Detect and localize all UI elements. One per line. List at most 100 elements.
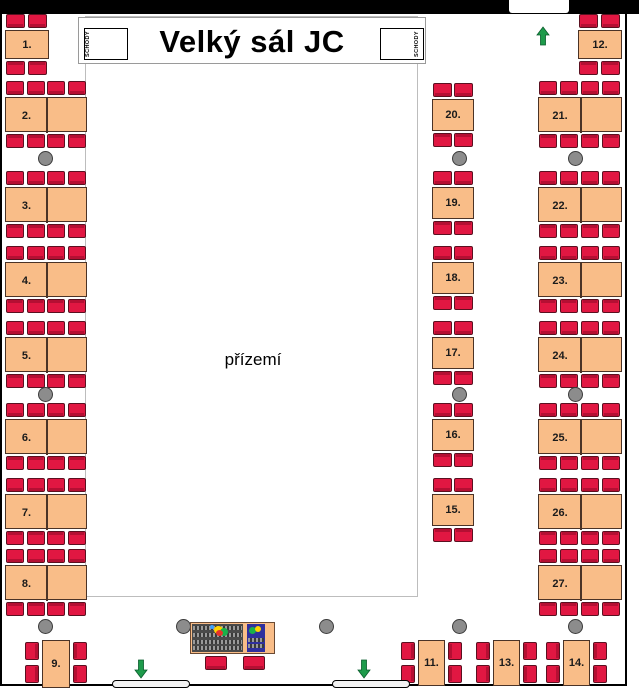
table-6[interactable]: 6. <box>5 419 87 455</box>
chair[interactable] <box>47 531 66 545</box>
chair[interactable] <box>67 549 86 563</box>
chair[interactable] <box>6 321 24 335</box>
chair[interactable] <box>73 665 87 683</box>
chair[interactable] <box>601 61 621 75</box>
chair[interactable] <box>6 531 24 545</box>
chair[interactable] <box>539 549 557 563</box>
chair[interactable] <box>47 171 66 185</box>
chair[interactable] <box>205 656 227 670</box>
table-20[interactable]: 20. <box>432 99 474 131</box>
chair[interactable] <box>26 81 45 95</box>
chair[interactable] <box>448 665 462 683</box>
chair[interactable] <box>67 81 86 95</box>
chair[interactable] <box>476 642 490 660</box>
chair[interactable] <box>560 602 579 616</box>
chair[interactable] <box>6 14 25 28</box>
chair[interactable] <box>579 14 598 28</box>
chair[interactable] <box>581 321 600 335</box>
chair[interactable] <box>6 299 24 313</box>
chair[interactable] <box>560 246 579 260</box>
chair[interactable] <box>581 531 600 545</box>
table-19[interactable]: 19. <box>432 187 474 219</box>
chair[interactable] <box>26 456 45 470</box>
chair[interactable] <box>581 403 600 417</box>
chair[interactable] <box>26 478 45 492</box>
table-23[interactable]: 23. <box>538 262 622 298</box>
chair[interactable] <box>67 531 86 545</box>
chair[interactable] <box>433 453 452 467</box>
chair[interactable] <box>243 656 265 670</box>
chair[interactable] <box>6 374 24 388</box>
chair[interactable] <box>581 456 600 470</box>
chair[interactable] <box>454 246 474 260</box>
chair[interactable] <box>560 478 579 492</box>
table-7[interactable]: 7. <box>5 494 87 530</box>
chair[interactable] <box>433 371 452 385</box>
chair[interactable] <box>433 171 452 185</box>
chair[interactable] <box>67 321 86 335</box>
table-11[interactable]: 11. <box>418 640 445 686</box>
chair[interactable] <box>67 299 86 313</box>
chair[interactable] <box>28 61 48 75</box>
chair[interactable] <box>26 549 45 563</box>
chair[interactable] <box>25 642 39 660</box>
table-4[interactable]: 4. <box>5 262 87 298</box>
chair[interactable] <box>47 549 66 563</box>
table-1[interactable]: 1. <box>5 30 49 59</box>
chair[interactable] <box>454 453 474 467</box>
table-24[interactable]: 24. <box>538 337 622 373</box>
chair[interactable] <box>560 171 579 185</box>
chair[interactable] <box>581 224 600 238</box>
chair[interactable] <box>26 299 45 313</box>
chair[interactable] <box>67 374 86 388</box>
chair[interactable] <box>73 642 87 660</box>
chair[interactable] <box>47 374 66 388</box>
chair[interactable] <box>26 246 45 260</box>
chair[interactable] <box>539 403 557 417</box>
chair[interactable] <box>454 478 474 492</box>
chair[interactable] <box>602 602 621 616</box>
table-21[interactable]: 21. <box>538 97 622 133</box>
chair[interactable] <box>28 14 48 28</box>
chair[interactable] <box>6 224 24 238</box>
chair[interactable] <box>67 602 86 616</box>
door-bottom-left[interactable] <box>112 680 190 688</box>
chair[interactable] <box>67 478 86 492</box>
chair[interactable] <box>26 171 45 185</box>
chair[interactable] <box>523 665 537 683</box>
chair[interactable] <box>454 83 474 97</box>
chair[interactable] <box>448 642 462 660</box>
chair[interactable] <box>581 602 600 616</box>
chair[interactable] <box>454 528 474 542</box>
chair[interactable] <box>602 549 621 563</box>
table-27[interactable]: 27. <box>538 565 622 601</box>
chair[interactable] <box>602 321 621 335</box>
chair[interactable] <box>593 665 607 683</box>
chair[interactable] <box>602 478 621 492</box>
chair[interactable] <box>539 478 557 492</box>
chair[interactable] <box>6 171 24 185</box>
chair[interactable] <box>433 528 452 542</box>
table-9[interactable]: 9. <box>42 640 70 688</box>
chair[interactable] <box>6 456 24 470</box>
chair[interactable] <box>539 456 557 470</box>
chair[interactable] <box>454 321 474 335</box>
chair[interactable] <box>602 81 621 95</box>
chair[interactable] <box>26 134 45 148</box>
chair[interactable] <box>476 665 490 683</box>
chair[interactable] <box>560 374 579 388</box>
chair[interactable] <box>26 321 45 335</box>
chair[interactable] <box>560 321 579 335</box>
table-15[interactable]: 15. <box>432 494 474 526</box>
chair[interactable] <box>539 299 557 313</box>
door-bottom-right[interactable] <box>332 680 410 688</box>
chair[interactable] <box>433 478 452 492</box>
chair[interactable] <box>454 171 474 185</box>
table-17[interactable]: 17. <box>432 337 474 369</box>
chair[interactable] <box>546 665 560 683</box>
chair[interactable] <box>560 134 579 148</box>
chair[interactable] <box>539 374 557 388</box>
chair[interactable] <box>581 374 600 388</box>
chair[interactable] <box>67 171 86 185</box>
chair[interactable] <box>602 224 621 238</box>
